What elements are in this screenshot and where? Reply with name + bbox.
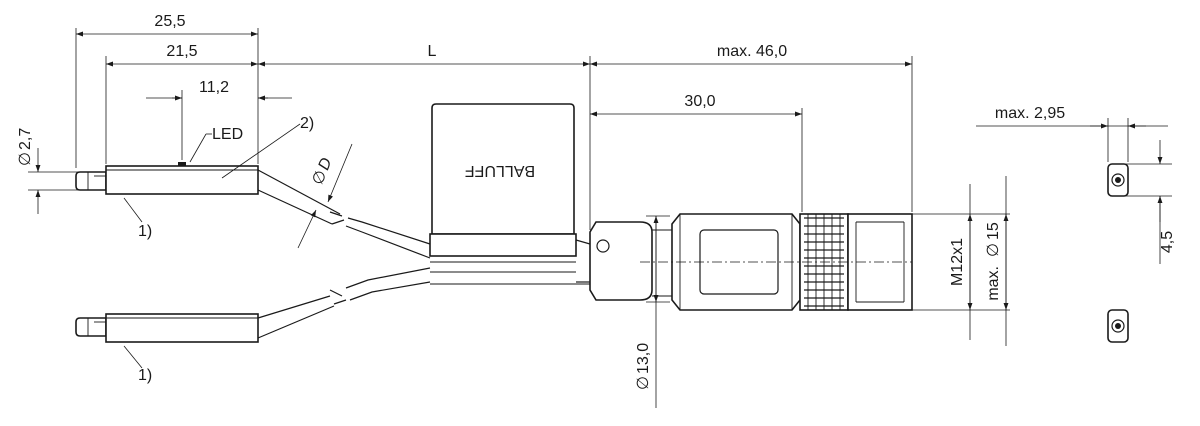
dim-L: L xyxy=(428,43,437,60)
note-1-bottom: 1) xyxy=(138,367,152,384)
lower-sensor xyxy=(75,267,431,343)
dimension-lines xyxy=(28,28,1010,408)
dim-max-label-15: max. xyxy=(985,266,1002,301)
phi-symbol-15: ∅ xyxy=(985,243,1002,257)
note-2: 2) xyxy=(300,115,314,132)
dim-25-5: 25,5 xyxy=(154,13,185,30)
led-indicator xyxy=(178,162,186,166)
dim-21-5: 21,5 xyxy=(166,43,197,60)
note-1-top: 1) xyxy=(138,223,152,240)
dim-max-2-95: max. 2,95 xyxy=(995,105,1065,122)
dim-phi-15: 15 xyxy=(985,222,1002,240)
dim-phi-13: 13,0 xyxy=(635,343,652,374)
led-label: LED xyxy=(212,126,243,143)
dim-phi-2-7: 2,7 xyxy=(17,128,34,150)
dim-m12x1: M12x1 xyxy=(949,238,966,286)
phi-symbol-2-7: ∅ xyxy=(17,152,34,166)
splitter-block: BALLUFF xyxy=(429,103,591,285)
dimension-texts: 25,5 21,5 11,2 L max. 46,0 30,0 max. 2,9… xyxy=(17,13,1176,390)
phi-symbol-D: ∅ xyxy=(309,168,330,187)
side-view xyxy=(976,118,1172,343)
connector xyxy=(589,213,913,311)
dim-30: 30,0 xyxy=(684,93,715,110)
dim-max-46: max. 46,0 xyxy=(717,43,787,60)
dim-4-5: 4,5 xyxy=(1159,231,1176,253)
brand-label: BALLUFF xyxy=(465,162,535,179)
dim-11-2: 11,2 xyxy=(199,79,229,96)
upper-sensor xyxy=(75,162,431,259)
phi-symbol-13: ∅ xyxy=(635,376,652,390)
